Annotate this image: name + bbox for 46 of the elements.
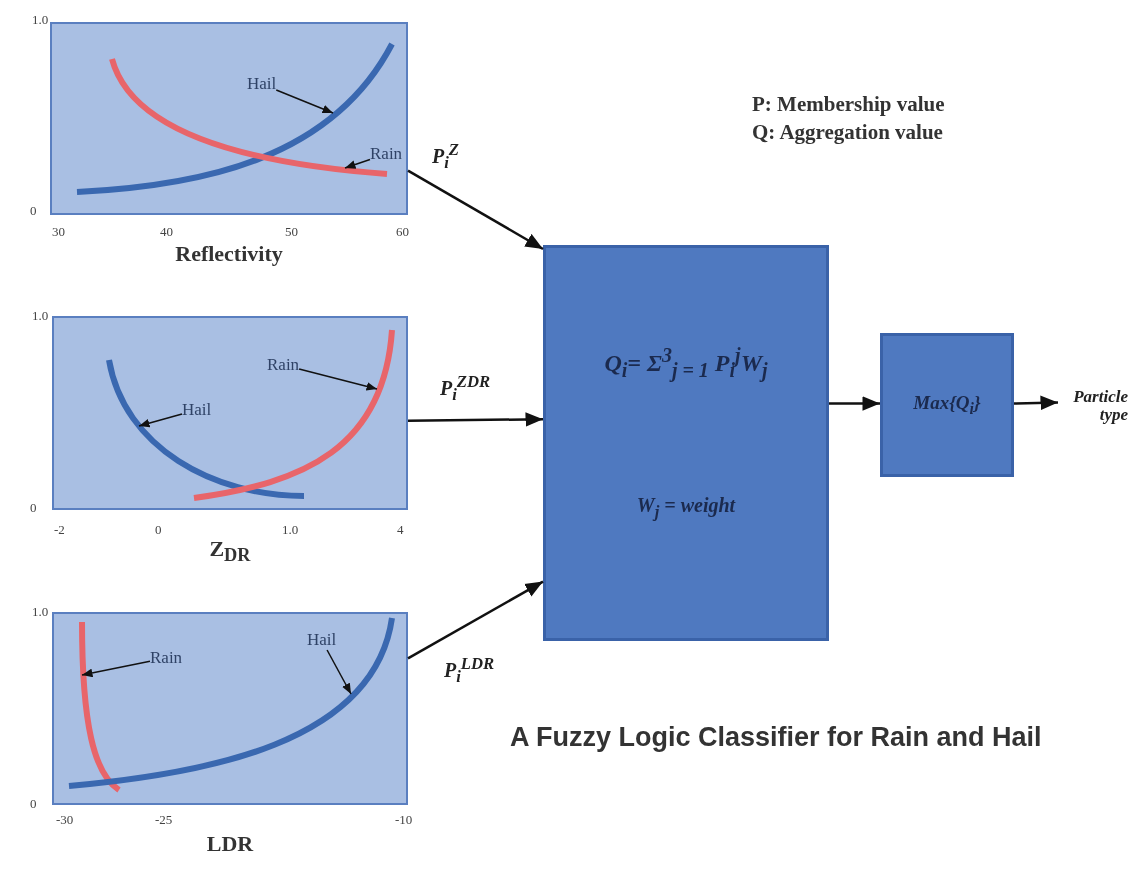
formula-text: Q$_{i}$= Σ$^{3}$$_{j = 1}$ P$_{i}$$^{j}$W$_{j}$ bbox=[604, 344, 768, 382]
leader-line bbox=[344, 158, 371, 169]
tick-label: 30 bbox=[52, 224, 65, 240]
process-box bbox=[543, 245, 829, 641]
arrow bbox=[408, 412, 543, 427]
axis-title: LDR bbox=[206, 831, 254, 857]
curve-label: Rain bbox=[150, 648, 183, 668]
leader-line bbox=[138, 413, 183, 428]
leader-line bbox=[275, 89, 334, 114]
arrow bbox=[407, 580, 544, 660]
arrow bbox=[829, 396, 880, 411]
curve-label: Hail bbox=[247, 74, 277, 94]
tick-label: 0 bbox=[30, 203, 37, 219]
definition-text: W$_{j}$ = weight bbox=[636, 493, 736, 522]
tick-label: -2 bbox=[54, 522, 65, 538]
tick-label: 50 bbox=[285, 224, 298, 240]
curve-label: Rain bbox=[267, 355, 300, 375]
axis-title: Reflectivity bbox=[175, 241, 283, 267]
leader-line bbox=[81, 660, 151, 678]
tick-label: -30 bbox=[56, 812, 74, 828]
curve-label: Hail bbox=[182, 400, 212, 420]
tick-label: 0 bbox=[30, 500, 37, 516]
tick-label: 1.0 bbox=[282, 522, 299, 538]
curve-label: Rain bbox=[370, 144, 403, 164]
leader-line bbox=[298, 368, 378, 391]
note-text: Q: Aggregation value bbox=[752, 120, 943, 145]
curve-label: Hail bbox=[307, 630, 337, 650]
tick-label: 1.0 bbox=[32, 12, 49, 28]
tick-label: 1.0 bbox=[32, 604, 49, 620]
tick-label: 1.0 bbox=[32, 308, 49, 324]
note-text: P: Membership value bbox=[752, 92, 945, 117]
diagram-title: A Fuzzy Logic Classifier for Rain and Hail bbox=[510, 721, 1043, 754]
tick-label: 60 bbox=[396, 224, 409, 240]
arrow bbox=[407, 169, 544, 251]
leader-line bbox=[326, 649, 352, 695]
tick-label: -10 bbox=[395, 812, 413, 828]
output-label: Particle type bbox=[1058, 388, 1128, 424]
arrow bbox=[1013, 395, 1059, 411]
process-box bbox=[880, 333, 1014, 477]
tick-label: 4 bbox=[397, 522, 404, 538]
tick-label: 40 bbox=[160, 224, 173, 240]
tick-label: 0 bbox=[155, 522, 162, 538]
axis-title: Z$_{DR}$ bbox=[209, 536, 251, 567]
formula-text: Max{Q$_{i}$} bbox=[913, 392, 981, 418]
tick-label: -25 bbox=[155, 812, 173, 828]
tick-label: 0 bbox=[30, 796, 37, 812]
